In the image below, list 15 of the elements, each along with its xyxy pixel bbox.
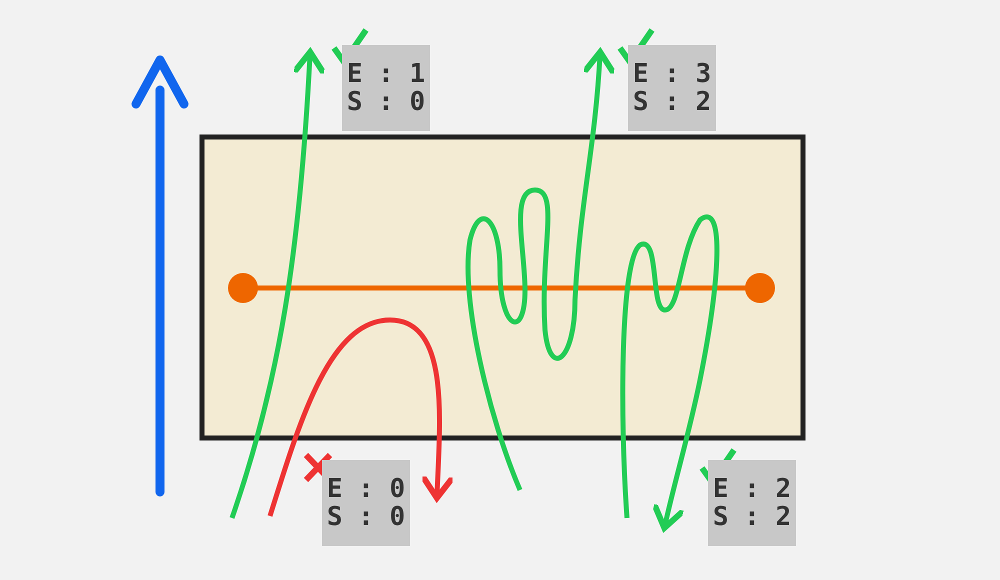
path-arrow [620,214,720,531]
score-text: S : 2 [712,503,792,531]
score-card [322,460,410,546]
score-text: S : 0 [346,88,426,116]
score-text: E : 2 [712,475,792,503]
score-text: E : 1 [346,60,426,88]
score-text: S : 2 [632,88,712,116]
score-card [342,45,430,131]
path-arrow [230,49,327,519]
score-text: E : 0 [326,475,406,503]
score-card [628,45,716,131]
score-text: E : 3 [632,60,712,88]
score-text: S : 0 [326,503,406,531]
score-card [708,460,796,546]
path-arrow [466,49,617,491]
